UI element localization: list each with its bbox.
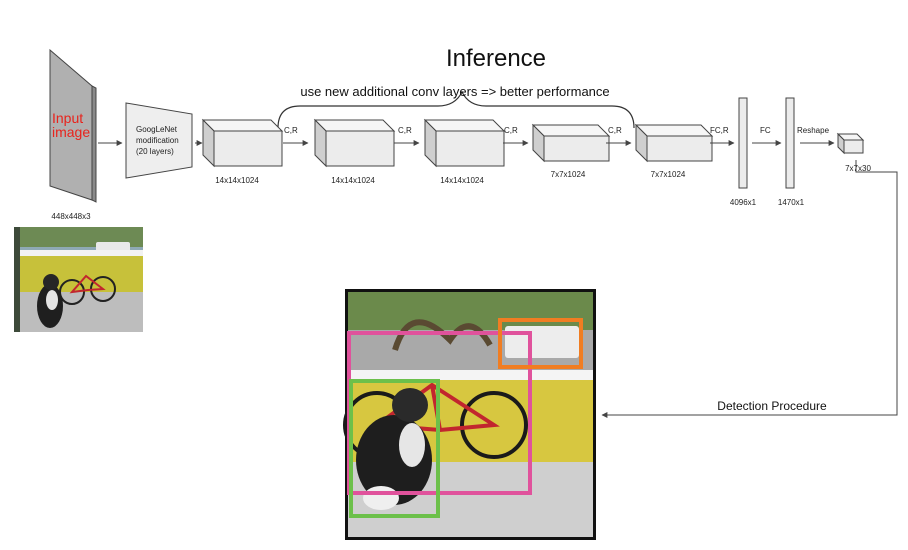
block-5-top (634, 124, 714, 137)
fc-layer-bar (738, 97, 748, 189)
input-label-line2: image (52, 124, 90, 140)
block-dim-label: 14x14x1024 (331, 176, 375, 185)
detection-label: Detection Procedure (717, 399, 827, 413)
block-1 (201, 118, 284, 168)
block-4-face (543, 135, 610, 162)
detection-box-truck (498, 318, 583, 369)
op-label: FC,R (710, 126, 729, 135)
output-block-face (843, 139, 864, 154)
output-dim-label: 7x7x30 (845, 164, 871, 173)
block-1-top (201, 119, 284, 132)
block-3-top (423, 119, 506, 132)
detection-boxes (347, 318, 583, 518)
subtitle: use new additional conv layers => better… (300, 84, 609, 99)
op-label: C,R (398, 126, 412, 135)
block-4-top (531, 124, 611, 137)
feature-blocks (201, 118, 865, 168)
diagram-title: Inference (446, 45, 546, 72)
input-photo (14, 227, 143, 332)
block-4 (531, 123, 611, 163)
googlenet-block (125, 102, 193, 179)
block-5 (634, 123, 714, 163)
fc-dim-label: 1470x1 (778, 198, 805, 207)
block-3 (423, 118, 506, 168)
op-label: C,R (504, 126, 518, 135)
block-2 (313, 118, 396, 168)
block-dim-label: 7x7x1024 (551, 170, 586, 179)
output-block (836, 132, 865, 155)
op-label: C,R (284, 126, 298, 135)
input-label-line1: Input (52, 110, 83, 126)
googlenet-line1: GoogLeNet (136, 125, 178, 134)
block-dim-label: 14x14x1024 (440, 176, 484, 185)
block-2-top (313, 119, 396, 132)
op-label: FC (760, 126, 771, 135)
block-3-face (435, 130, 505, 167)
detection-box-dog (349, 379, 440, 518)
block-dim-label: 7x7x1024 (651, 170, 686, 179)
op-label: C,R (608, 126, 622, 135)
fc-dim-label: 4096x1 (730, 198, 757, 207)
googlenet-line2: modification (136, 136, 179, 145)
block-1-face (213, 130, 283, 167)
block-2-face (325, 130, 395, 167)
detection-photo (343, 289, 596, 540)
block-dim-label: 14x14x1024 (215, 176, 259, 185)
googlenet-line3: (20 layers) (136, 147, 174, 156)
op-label: Reshape (797, 126, 830, 135)
detection-connector (601, 160, 898, 418)
block-5-face (646, 135, 713, 162)
input-plate (49, 48, 97, 203)
input-dim-label: 448x448x3 (51, 212, 91, 221)
fc-layer-bar (785, 97, 795, 189)
subtitle-brace (277, 90, 635, 129)
